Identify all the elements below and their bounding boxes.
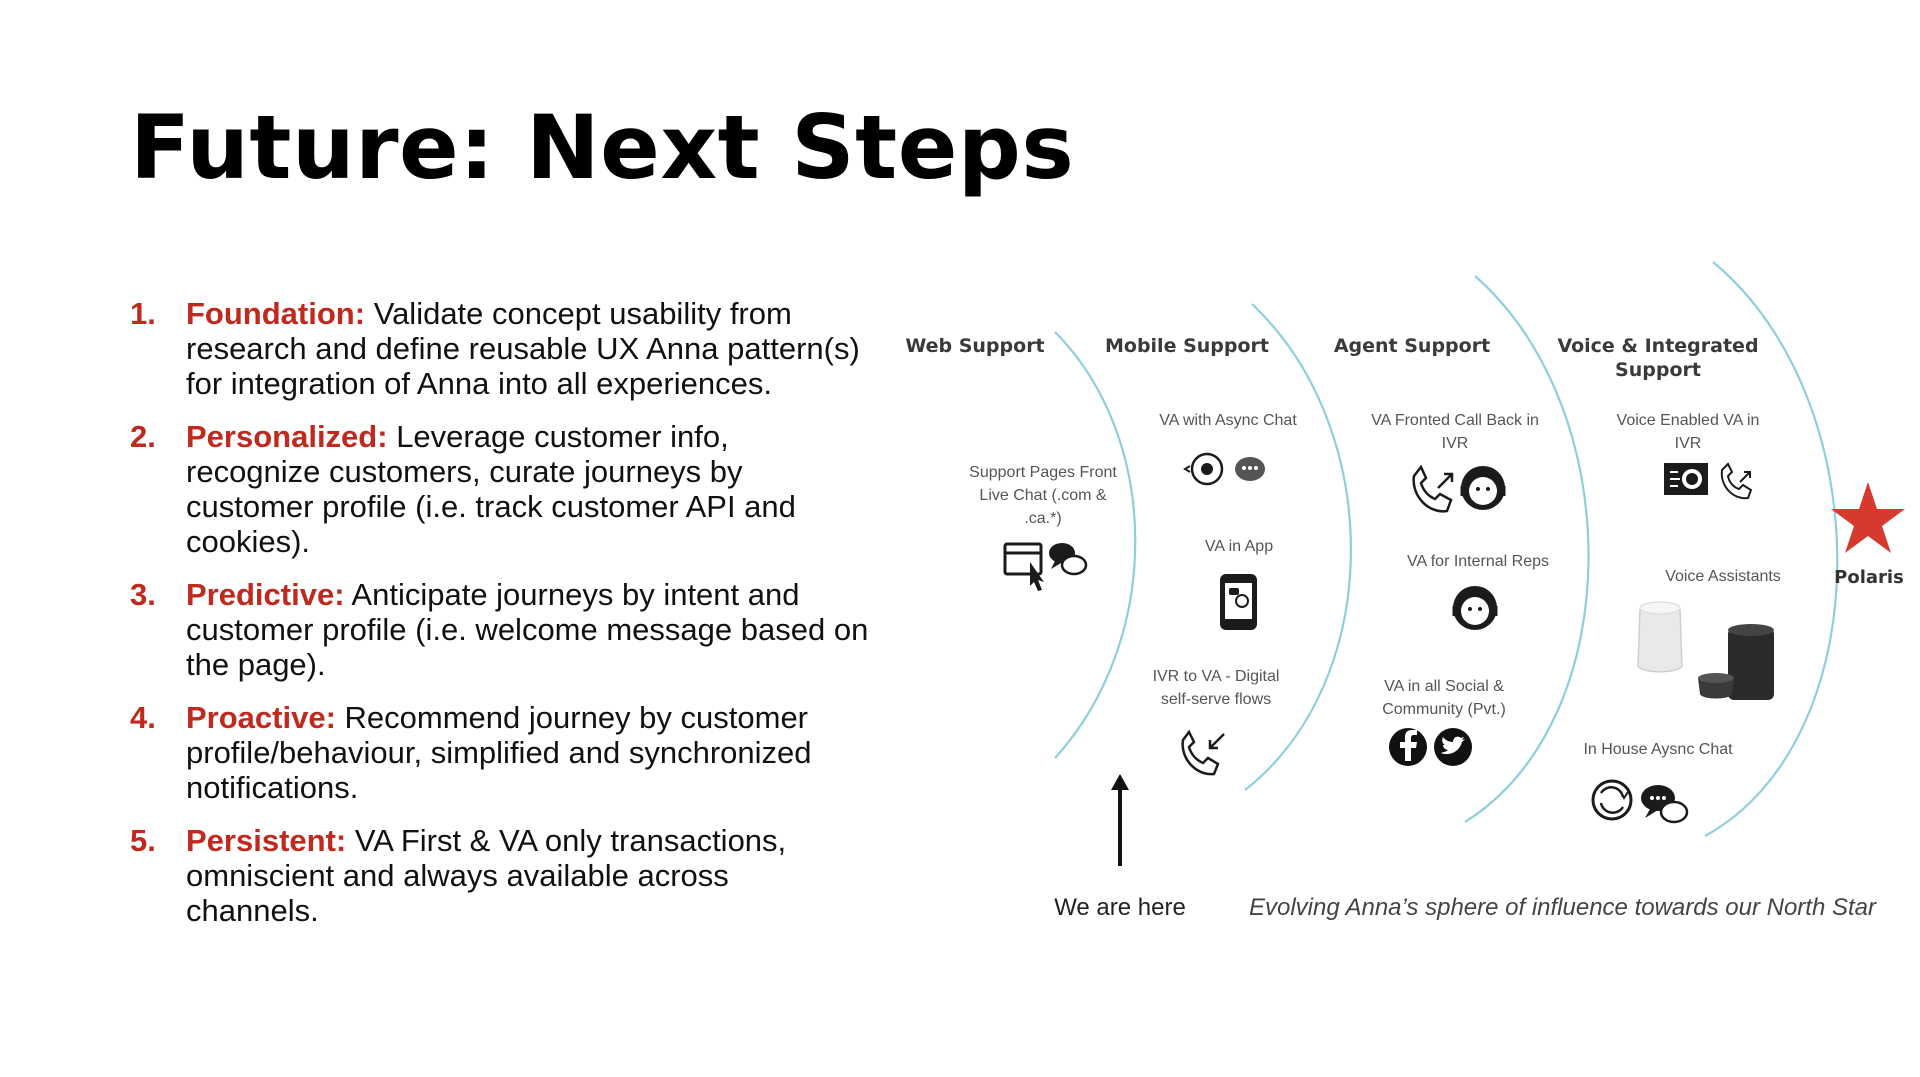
caption-va-async-chat: VA with Async Chat [1159, 412, 1297, 429]
next-steps-list: 1. Foundation: Validate concept usabilit… [130, 296, 870, 946]
column-agent-support: Agent Support [1334, 335, 1490, 357]
async-chat-icon [1183, 452, 1224, 486]
step-item: 4. Proactive: Recommend journey by custo… [130, 700, 870, 805]
column-voice-support: Voice & Integrated [1557, 335, 1758, 357]
step-text: Recommend journey by customer profile/be… [186, 700, 812, 805]
step-body: Foundation: Validate concept usability f… [186, 296, 870, 401]
in-house-chat-icon [1641, 785, 1689, 824]
slide-title: Future: Next Steps [130, 96, 1075, 199]
step-body: Proactive: Recommend journey by customer… [186, 700, 870, 805]
step-text: Validate concept usability from research… [186, 296, 860, 401]
step-item: 3. Predictive: Anticipate journeys by in… [130, 577, 870, 682]
caption-va-social-line2: Community (Pvt.) [1382, 701, 1506, 718]
caption-va-social: VA in all Social & [1384, 678, 1504, 695]
step-text: VA First & VA only transactions, omnisci… [186, 823, 787, 928]
arc-agent [1464, 275, 1590, 823]
caption-ivr-to-va-line2: self-serve flows [1161, 691, 1271, 708]
we-are-here-arrow [1111, 774, 1129, 866]
step-number: 3. [130, 577, 156, 612]
caption-voice-enabled-va: Voice Enabled VA in [1617, 412, 1760, 429]
agent-headset-icon [1460, 466, 1506, 510]
voice-ivr-icon [1664, 463, 1708, 495]
facebook-icon [1389, 728, 1427, 766]
step-item: 1. Foundation: Validate concept usabilit… [130, 296, 870, 401]
caption-va-internal-reps: VA for Internal Reps [1407, 553, 1549, 570]
step-body: Persistent: VA First & VA only transacti… [186, 823, 870, 928]
step-label: Personalized: [186, 419, 388, 454]
step-body: Predictive: Anticipate journeys by inten… [186, 577, 870, 682]
step-item: 5. Persistent: VA First & VA only transa… [130, 823, 870, 928]
step-label: Proactive: [186, 700, 336, 735]
step-number: 5. [130, 823, 156, 858]
column-mobile-support: Mobile Support [1105, 335, 1269, 357]
smart-speaker-icon [1637, 601, 1774, 700]
mobile-app-icon [1220, 574, 1257, 630]
step-number: 1. [130, 296, 156, 331]
incoming-call-icon [1181, 729, 1225, 776]
callback-phone-icon [1412, 464, 1454, 513]
caption-support-pages-line3: .ca.*) [1024, 510, 1061, 527]
step-body: Personalized: Leverage customer info, re… [186, 419, 870, 559]
caption-va-call-back-line2: IVR [1442, 435, 1469, 452]
step-text: Anticipate journeys by intent and custom… [186, 577, 869, 682]
caption-va-in-app: VA in App [1205, 538, 1273, 555]
step-text: Leverage customer info, recognize custom… [186, 419, 796, 559]
we-are-here-label: We are here [1054, 894, 1186, 921]
internal-rep-headset-icon [1452, 586, 1498, 630]
twitter-icon [1434, 728, 1472, 766]
caption-va-call-back: VA Fronted Call Back in [1371, 412, 1539, 429]
caption-voice-assistants: Voice Assistants [1665, 568, 1781, 585]
caption-in-house-async-chat: In House Aysnc Chat [1583, 741, 1733, 758]
step-label: Predictive: [186, 577, 345, 612]
caption-support-pages: Support Pages Front [969, 464, 1117, 481]
polaris-label: Polaris [1834, 567, 1904, 588]
caption-support-pages-line2: Live Chat (.com & [979, 487, 1106, 504]
column-voice-support-line2: Support [1615, 359, 1701, 381]
column-web-support: Web Support [905, 335, 1044, 357]
chat-bubbles-icon [1049, 543, 1088, 576]
polaris-star-icon [1831, 482, 1905, 553]
step-item: 2. Personalized: Leverage customer info,… [130, 419, 870, 559]
north-star-caption: Evolving Anna’s sphere of influence towa… [1249, 894, 1877, 921]
chat-bot-icon [1235, 457, 1265, 481]
step-label: Persistent: [186, 823, 347, 858]
step-number: 4. [130, 700, 156, 735]
arc-voice [1704, 261, 1839, 837]
sync-icon [1591, 779, 1633, 821]
arc-web [1054, 331, 1137, 759]
caption-voice-enabled-va-line2: IVR [1675, 435, 1702, 452]
caption-ivr-to-va: IVR to VA - Digital [1153, 668, 1280, 685]
voice-phone-icon [1720, 462, 1753, 500]
step-label: Foundation: [186, 296, 366, 331]
browser-icon [1003, 542, 1044, 591]
arc-mobile [1244, 303, 1352, 791]
step-number: 2. [130, 419, 156, 454]
